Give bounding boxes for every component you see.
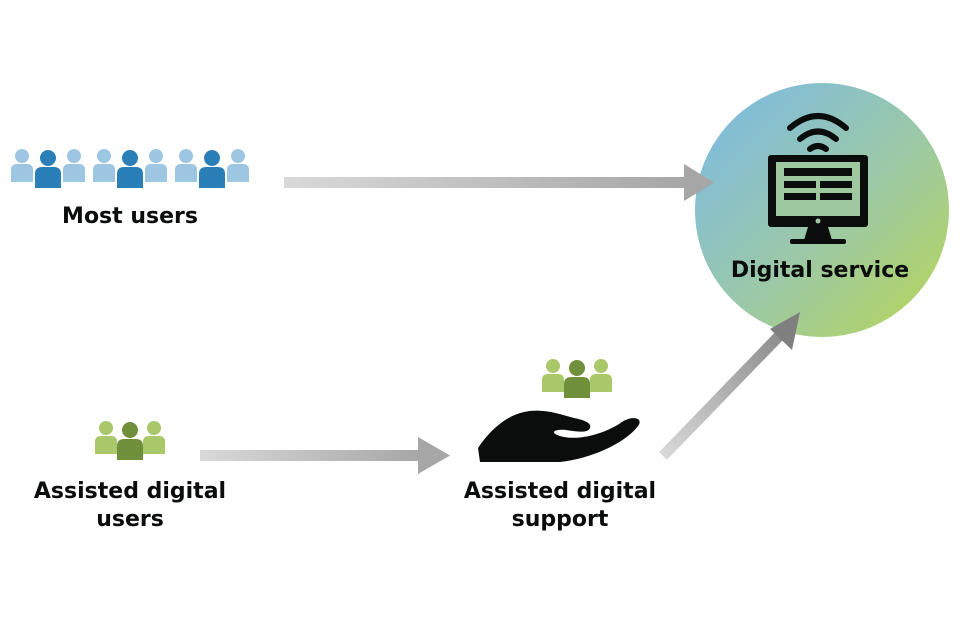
- people-group-icon: [11, 149, 85, 188]
- people-group-icon: [95, 421, 165, 460]
- arrow-support-to-service: [659, 312, 800, 460]
- wifi-icon: [787, 113, 849, 152]
- computer-monitor-icon: [768, 155, 868, 244]
- most-users-label: Most users: [62, 204, 198, 229]
- people-group-icon: [93, 149, 167, 188]
- people-group-icon: [542, 359, 612, 398]
- arrow-most-to-service: [284, 164, 714, 201]
- arrow-users-to-support: [200, 437, 450, 474]
- most-users-icons: [11, 149, 249, 188]
- assisted-digital-support-label: Assisted digital support: [463, 479, 657, 532]
- assisted-digital-users-label: Assisted digital users: [33, 479, 227, 532]
- digital-service-label: Digital service: [730, 258, 910, 283]
- open-hand-icon: [478, 410, 640, 462]
- people-group-icon: [175, 149, 249, 188]
